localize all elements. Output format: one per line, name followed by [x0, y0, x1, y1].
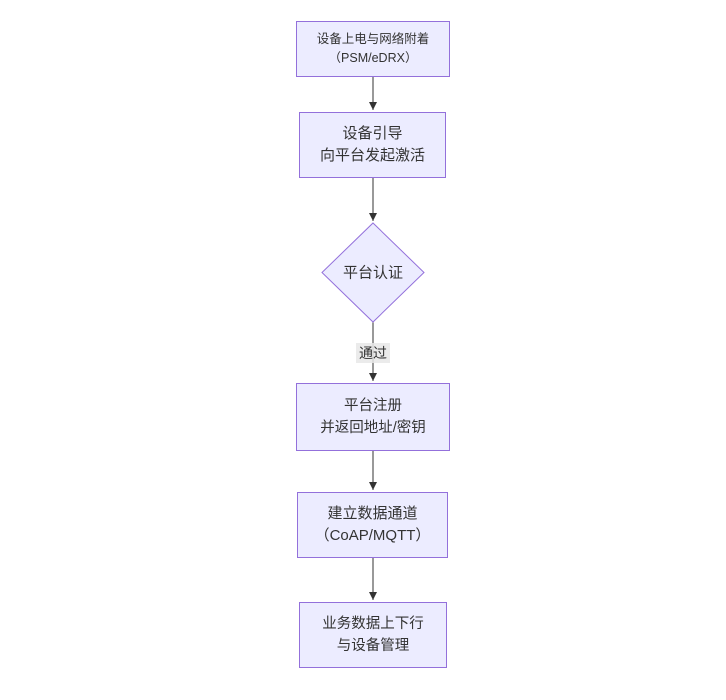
node-label-line: 业务数据上下行	[322, 616, 424, 632]
node-label-line: 与设备管理	[336, 638, 410, 654]
node-label-line: 设备引导	[342, 125, 403, 142]
node-label-line: （CoAP/MQTT）	[314, 527, 431, 544]
node-label-line: （PSM/eDRX）	[328, 51, 418, 65]
edge-label-pass: 通过	[356, 343, 390, 363]
node-label-line: 建立数据通道	[327, 505, 418, 522]
node-label-line: 向平台发起激活	[319, 147, 425, 164]
node-power-network-attach: 设备上电与网络附着 （PSM/eDRX）	[296, 21, 450, 77]
node-device-bootstrap: 设备引导 向平台发起激活	[299, 112, 446, 178]
node-business-data: 业务数据上下行 与设备管理	[299, 602, 447, 668]
node-platform-register: 平台注册 并返回地址/密钥	[296, 383, 450, 451]
decision-platform-auth-label: 平台认证	[342, 264, 404, 282]
node-label-line: 设备上电与网络附着	[316, 32, 430, 46]
decision-diamond-shape	[321, 222, 425, 323]
node-label-line: 并返回地址/密钥	[320, 420, 426, 436]
node-data-channel: 建立数据通道 （CoAP/MQTT）	[297, 492, 448, 558]
node-label-line: 平台注册	[344, 398, 402, 414]
